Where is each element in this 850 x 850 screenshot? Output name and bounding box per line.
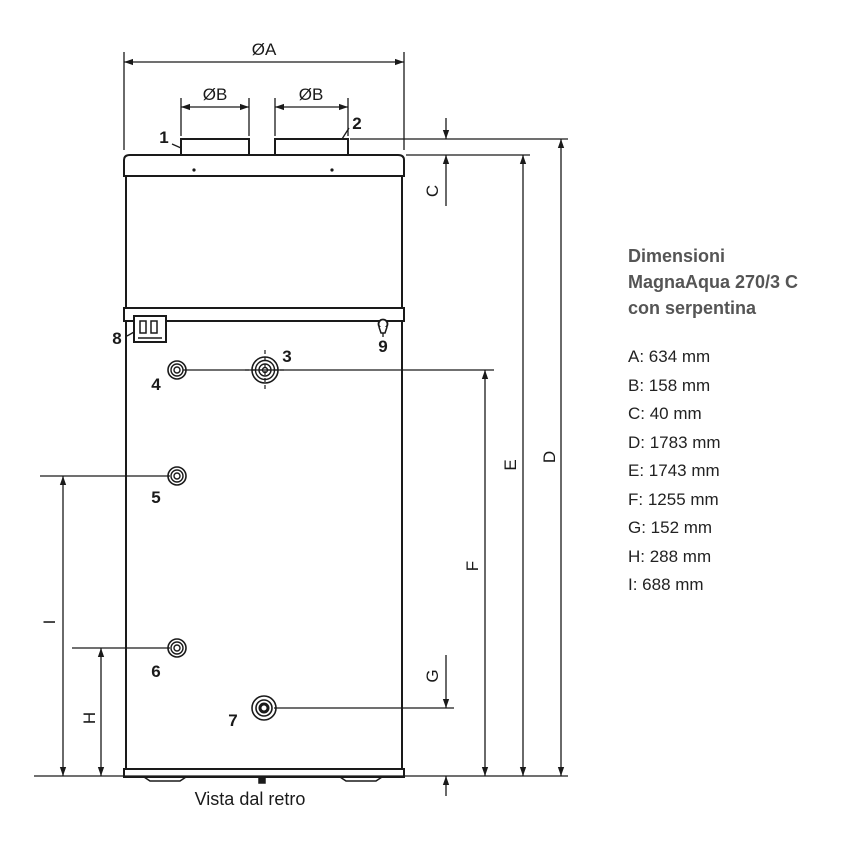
dim-label-f: F — [463, 561, 482, 571]
panel-title-line-3: con serpentina — [628, 298, 757, 318]
callout-4: 4 — [151, 375, 161, 394]
drain-stub — [258, 776, 266, 784]
dimension-item-h: H: 288 mm — [628, 546, 712, 566]
dimension-item-d: D: 1783 mm — [628, 432, 721, 452]
callout-1: 1 — [159, 128, 168, 147]
dim-label-g: G — [423, 669, 442, 682]
dimension-item-e: E: 1743 mm — [628, 461, 720, 480]
dim-label-b2: ØB — [299, 85, 324, 104]
pipe-connection-4 — [167, 360, 187, 380]
dimension-item-b: B: 158 mm — [628, 375, 711, 395]
callout-9: 9 — [378, 337, 387, 356]
duct-connection-2 — [274, 138, 349, 157]
heat-pump-boiler — [123, 138, 405, 784]
upper-housing — [125, 175, 403, 309]
dimension-item-i: I: 688 mm — [628, 575, 704, 594]
condensate-drain — [377, 318, 389, 334]
pipe-connection-5 — [167, 466, 187, 486]
dim-label-h: H — [80, 712, 99, 724]
pipe-connection-6 — [167, 638, 187, 658]
callout-5: 5 — [151, 488, 160, 507]
callout-7: 7 — [228, 711, 237, 730]
electrical-connection-box — [133, 315, 167, 343]
dim-label-a: ØA — [252, 40, 277, 59]
callout-2: 2 — [352, 114, 361, 133]
panel-title-line-2: MagnaAqua 270/3 C — [628, 272, 799, 292]
callout-3: 3 — [282, 347, 291, 366]
pipe-connection-7 — [251, 695, 277, 721]
dimensions-list: A: 634 mm B: 158 mm C: 40 mm D: 1783 mm … — [628, 343, 798, 600]
dimension-item-g: G: 152 mm — [628, 518, 713, 537]
dim-label-b1: ØB — [203, 85, 228, 104]
tank-body — [125, 320, 403, 770]
panel-title-line-1: Dimensioni — [628, 246, 726, 266]
dim-label-e: E — [501, 459, 520, 470]
top-cover — [123, 154, 405, 177]
base-feet — [143, 776, 383, 782]
dimension-item-c: C: 40 mm — [628, 404, 702, 423]
callout-8: 8 — [112, 329, 121, 348]
dimension-item-f: F: 1255 mm — [628, 489, 719, 509]
view-caption: Vista dal retro — [195, 789, 306, 809]
dimensions-panel: Dimensioni MagnaAqua 270/3 C con serpent… — [628, 243, 798, 600]
dimension-lines — [34, 52, 568, 796]
callout-6: 6 — [151, 662, 160, 681]
dim-label-i: I — [40, 620, 59, 625]
dimension-item-a: A: 634 mm — [628, 347, 711, 366]
dim-label-c: C — [423, 185, 442, 197]
duct-connection-1 — [180, 138, 250, 157]
dim-label-d: D — [540, 451, 559, 463]
